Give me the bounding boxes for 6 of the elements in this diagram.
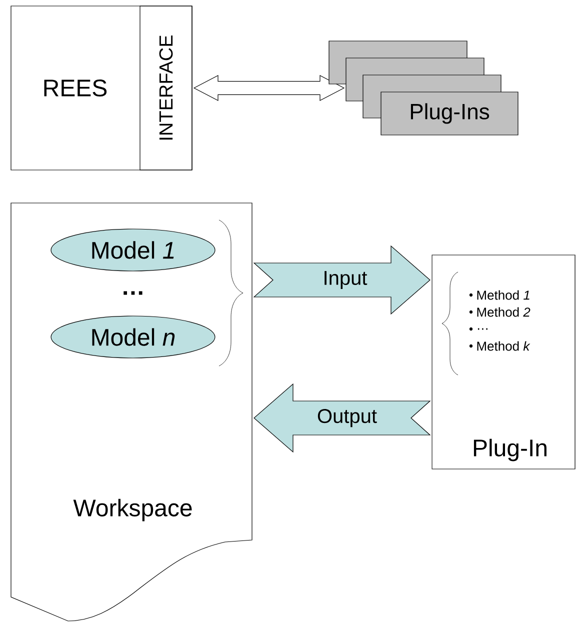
edge-label: Output — [316, 408, 378, 428]
plug-in-card: Plug-Ins — [380, 92, 518, 136]
interface-strip: INTERFACE — [140, 6, 192, 170]
edge-label: Input — [322, 270, 368, 290]
ellipsis: … — [124, 291, 142, 295]
plug-in-box: Method 1 Method 2 … Method k Plug-In — [432, 254, 576, 470]
